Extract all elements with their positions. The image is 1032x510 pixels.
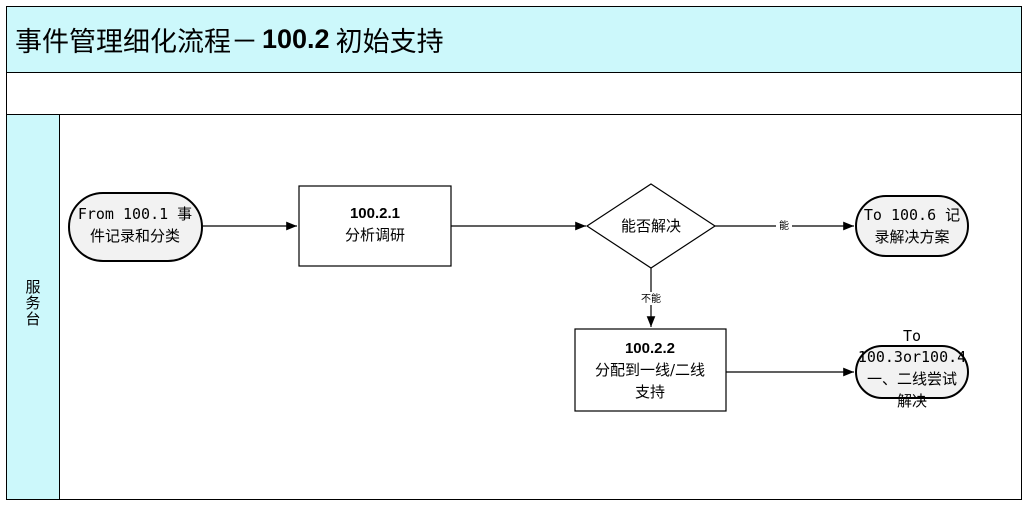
process-assign-line2: 支持 (635, 383, 665, 401)
title-prefix: 事件管理细化流程－ (15, 27, 258, 58)
edge-yes-label: 能 (779, 219, 789, 232)
edge-no-label: 不能 (641, 292, 661, 305)
process-analyze: 100.2.1 分析调研 (298, 185, 452, 267)
process-analyze-label: 分析调研 (345, 226, 405, 244)
start-line2: 件记录和分类 (90, 227, 180, 245)
decision-can-resolve: 能否解决 (585, 183, 717, 269)
end-terminator-resolve: To 100.6 记 录解决方案 (855, 195, 969, 257)
process-analyze-id: 100.2.1 (350, 205, 400, 222)
edge-no-label-bg (637, 292, 665, 305)
decision-label: 能否解决 (621, 217, 681, 235)
end-support-line1: To (903, 327, 921, 345)
process-assign-id: 100.2.2 (625, 340, 675, 357)
end-support-line4: 解决 (897, 392, 927, 410)
start-line1: From 100.1 事 (78, 205, 192, 223)
end-support-line3: 一、二线尝试 (867, 370, 957, 388)
end-terminator-support: To 100.3or100.4 一、二线尝试 解决 (855, 327, 969, 410)
swimlane-label: 服务台 (7, 115, 60, 499)
title-suffix: 初始支持 (335, 27, 444, 58)
start-terminator: From 100.1 事 件记录和分类 (68, 192, 203, 262)
end-resolve-line1: To 100.6 记 (864, 206, 960, 224)
end-resolve-line2: 录解决方案 (874, 228, 949, 246)
title-number: 100.2 (262, 24, 330, 54)
edge-yes-label-bg (776, 219, 792, 232)
swimlane-label-text: 服务台 (23, 279, 42, 327)
process-assign: 100.2.2 分配到一线/二线 支持 (574, 328, 727, 412)
process-assign-line1: 分配到一线/二线 (595, 361, 705, 379)
blank-row (7, 73, 1021, 115)
end-support-line2: 100.3or100.4 (858, 348, 966, 366)
